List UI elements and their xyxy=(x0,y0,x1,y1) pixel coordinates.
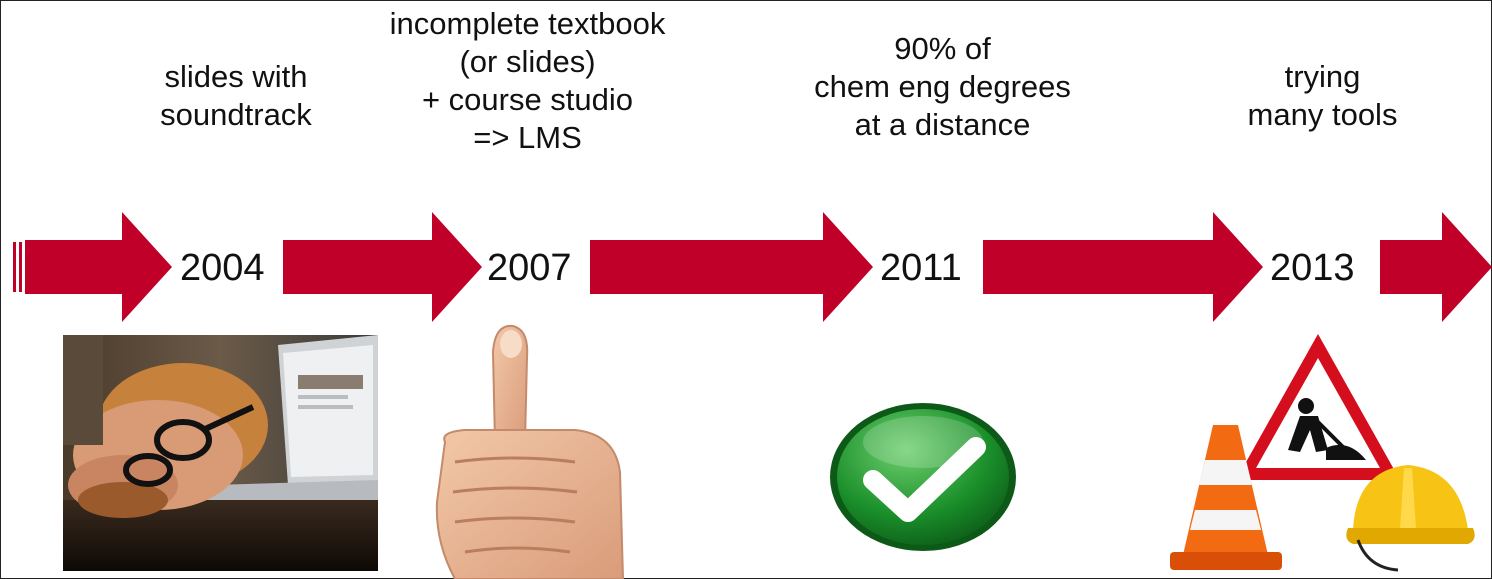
construction-sign-cone-hardhat-icon xyxy=(1168,330,1478,575)
caption-2007: incomplete textbook (or slides) + course… xyxy=(389,6,666,155)
sleeping-man-laptop-photo xyxy=(63,335,378,571)
timeline-arrow xyxy=(983,212,1263,322)
caption-2013: trying many tools xyxy=(1247,59,1398,132)
timeline-start-bar xyxy=(19,242,22,292)
thumbs-up-hand-photo xyxy=(425,322,625,579)
timeline-arrow xyxy=(283,212,482,322)
timeline-arrow xyxy=(25,212,172,322)
timeline-start-bar xyxy=(13,242,16,292)
caption-2004: slides with soundtrack xyxy=(160,59,312,132)
year-label: 2004 xyxy=(180,247,265,289)
green-checkmark-icon xyxy=(828,402,1018,552)
caption-2011: 90% of chem eng degrees at a distance xyxy=(814,31,1071,142)
year-label: 2011 xyxy=(880,247,962,289)
timeline-arrow xyxy=(590,212,873,322)
year-label: 2007 xyxy=(487,247,572,289)
year-label: 2013 xyxy=(1270,247,1355,289)
timeline-arrow xyxy=(1380,212,1492,322)
